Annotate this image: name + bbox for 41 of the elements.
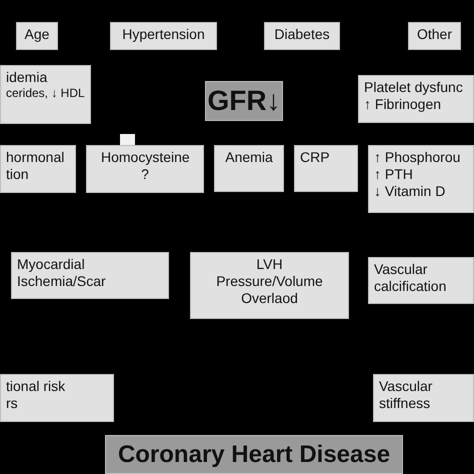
box (294, 145, 358, 192)
box (16, 22, 58, 50)
note: ↓ Vitamin D (374, 183, 446, 200)
label: Myocardial Ischemia/Scar (17, 256, 107, 290)
box (368, 145, 474, 213)
box (0, 65, 91, 124)
label: ↑ Phosphorou (374, 149, 462, 166)
label: CRP (300, 149, 331, 166)
label: tional risk (6, 378, 66, 396)
label: Hypertension (121, 26, 206, 44)
label: Platelet dysfunc (364, 79, 464, 96)
box (110, 22, 217, 50)
label: Age (24, 26, 50, 44)
box (368, 257, 474, 304)
note: tion (6, 166, 30, 184)
box (0, 374, 114, 422)
heading: GFR↓ (207, 84, 281, 118)
box (190, 252, 349, 319)
label: Vascular stiffness (379, 378, 434, 412)
label: Vascular calcification (374, 261, 448, 296)
label: idemia (6, 69, 48, 86)
box (358, 75, 474, 123)
box (86, 145, 204, 193)
box (264, 22, 340, 50)
note: ↑ Fibrinogen (364, 96, 442, 114)
label: Diabetes (273, 26, 331, 44)
box (408, 22, 461, 50)
box (105, 435, 403, 474)
note: cerides, ↓ HDL (6, 86, 85, 101)
box (214, 145, 284, 192)
box (373, 374, 474, 422)
label: Homocysteine ? (101, 149, 189, 184)
label: LVH Pressure/Volume Overlaod (215, 256, 324, 308)
box (11, 252, 169, 299)
box (0, 145, 76, 193)
note: ↑ PTH (374, 166, 414, 184)
label: hormonal (6, 149, 66, 166)
heading: Coronary Heart Disease (118, 440, 390, 470)
note: rs (6, 395, 19, 412)
label: Anemia (224, 149, 274, 166)
label: Other (416, 26, 453, 44)
